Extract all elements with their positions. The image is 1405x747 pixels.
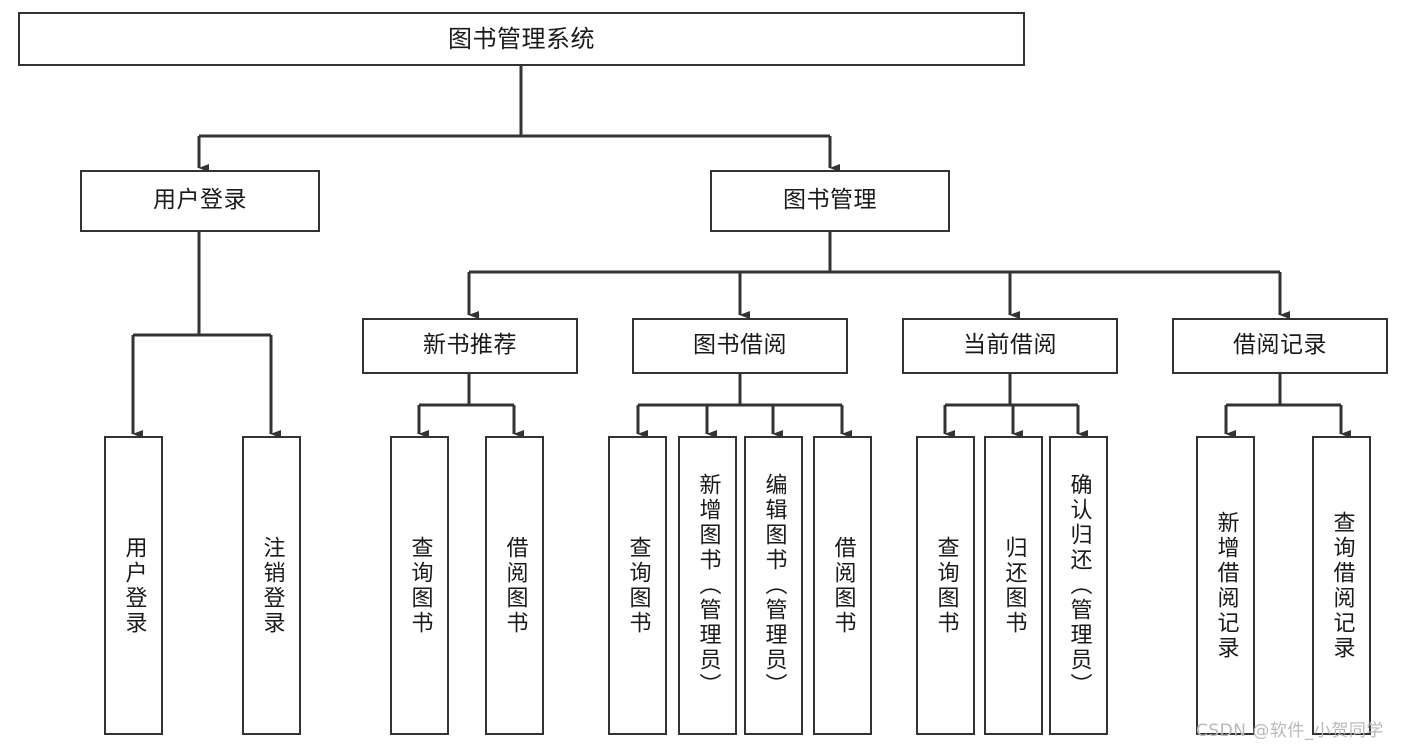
node-leaf-query-borrow-record[interactable]: 查询借阅记录	[1312, 436, 1371, 735]
node-label: 新增图书（管理员）	[695, 473, 721, 698]
node-label: 借阅图书	[502, 535, 528, 636]
node-label: 确认归还（管理员）	[1066, 473, 1092, 698]
node-label: 图书管理	[783, 187, 877, 214]
node-leaf-borrow-book-recommendation[interactable]: 借阅图书	[485, 436, 544, 735]
node-leaf-user-logout[interactable]: 注销登录	[242, 436, 301, 735]
node-label: 查询借阅记录	[1329, 510, 1355, 661]
node-label: 新书推荐	[423, 332, 517, 359]
node-current-borrow[interactable]: 当前借阅	[902, 318, 1118, 374]
node-label: 借阅图书	[830, 535, 856, 636]
node-new-book-recommendation[interactable]: 新书推荐	[362, 318, 578, 374]
node-label: 图书借阅	[693, 332, 787, 359]
node-book-manage[interactable]: 图书管理	[710, 170, 950, 232]
node-root-book-management-system[interactable]: 图书管理系统	[18, 12, 1025, 66]
node-borrow-record[interactable]: 借阅记录	[1172, 318, 1388, 374]
node-label: 当前借阅	[963, 332, 1057, 359]
node-book-borrow[interactable]: 图书借阅	[632, 318, 848, 374]
node-label: 图书管理系统	[448, 24, 595, 53]
node-leaf-user-login[interactable]: 用户登录	[104, 436, 163, 735]
node-leaf-return-book[interactable]: 归还图书	[984, 436, 1043, 735]
node-leaf-borrow-book[interactable]: 借阅图书	[813, 436, 872, 735]
node-leaf-query-book-current[interactable]: 查询图书	[916, 436, 975, 735]
node-label: 查询图书	[625, 535, 651, 636]
node-leaf-add-book-admin[interactable]: 新增图书（管理员）	[678, 436, 737, 735]
node-label: 用户登录	[153, 187, 247, 214]
node-leaf-edit-book-admin[interactable]: 编辑图书（管理员）	[744, 436, 803, 735]
node-label: 新增借阅记录	[1213, 510, 1239, 661]
node-leaf-query-book-recommendation[interactable]: 查询图书	[390, 436, 449, 735]
node-label: 归还图书	[1001, 535, 1027, 636]
node-user-login[interactable]: 用户登录	[80, 170, 320, 232]
node-leaf-confirm-return-admin[interactable]: 确认归还（管理员）	[1049, 436, 1108, 735]
node-label: 用户登录	[121, 535, 147, 636]
node-label: 查询图书	[407, 535, 433, 636]
node-label: 查询图书	[933, 535, 959, 636]
csdn-watermark: CSDN @软件_小贺同学	[1196, 721, 1384, 741]
node-label: 注销登录	[259, 535, 285, 636]
node-leaf-add-borrow-record[interactable]: 新增借阅记录	[1196, 436, 1255, 735]
node-label: 编辑图书（管理员）	[761, 473, 787, 698]
node-leaf-query-book-borrow[interactable]: 查询图书	[608, 436, 667, 735]
node-label: 借阅记录	[1233, 332, 1327, 359]
